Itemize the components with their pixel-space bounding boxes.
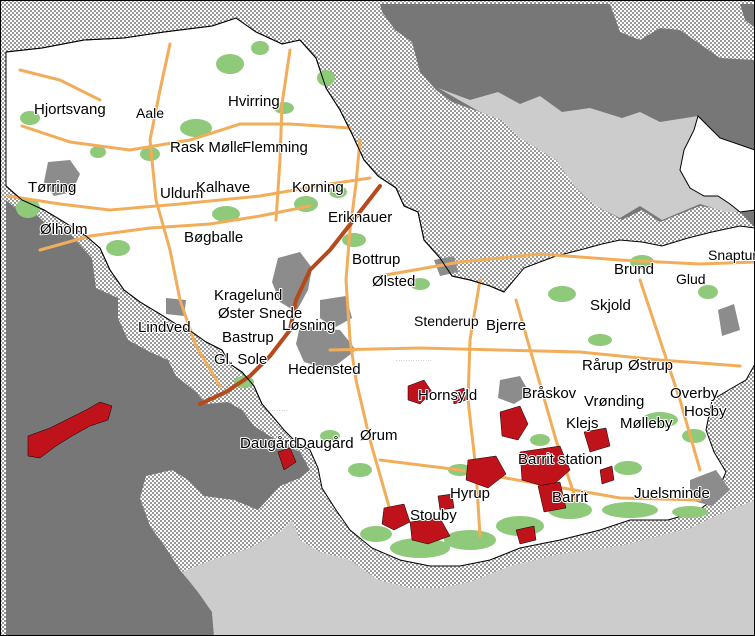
place-labels: Hjortsvang Aale Hvirring Rask Mølle Flem… (27, 92, 755, 525)
place-label-hornsyld[interactable]: Hornsyld (417, 386, 478, 405)
place-label-bøgballe[interactable]: Bøgballe (183, 228, 244, 247)
place-label-vrønding[interactable]: Vrønding (583, 392, 645, 411)
place-label-hyrup[interactable]: Hyrup (449, 484, 491, 503)
land-peninsula (679, 115, 755, 213)
place-label-bastrup[interactable]: Bastrup (221, 328, 275, 347)
place-label-glud[interactable]: Glud (675, 270, 707, 288)
place-label-ørum[interactable]: Ørum (359, 426, 399, 445)
place-label-lindved[interactable]: Lindved (137, 318, 192, 337)
place-label-juelsminde[interactable]: Juelsminde (633, 484, 711, 503)
place-label-klejs[interactable]: Klejs (565, 414, 600, 433)
place-label-brund[interactable]: Brund (613, 260, 655, 279)
place-label-østrup[interactable]: Østrup (627, 356, 674, 375)
place-label-snaptun[interactable]: Snaptun (707, 246, 755, 264)
sea (438, 88, 755, 220)
place-label-skjold[interactable]: Skjold (589, 296, 632, 315)
highlighted-areas (27, 379, 615, 545)
roads (6, 42, 755, 538)
motorway (198, 184, 382, 406)
place-label-korning[interactable]: Korning (291, 178, 345, 197)
place-label-barrit[interactable]: Barrit (551, 488, 590, 507)
place-label-stouby[interactable]: Stouby (409, 506, 458, 525)
place-label-daugård[interactable]: Daugård (239, 434, 299, 453)
tiny-label: · · · · · · · · · · · · · · · (396, 358, 432, 363)
place-label-aale[interactable]: Aale (135, 104, 165, 122)
place-label-overby[interactable]: Overby (669, 384, 720, 403)
place-label-eriknauer[interactable]: Eriknauer (327, 208, 393, 227)
place-label-daugård-strand[interactable]: Daugård (295, 434, 355, 453)
place-label-hosby[interactable]: Hosby (683, 402, 728, 421)
urban-areas (44, 160, 740, 506)
place-label-kragelund[interactable]: Kragelund (213, 286, 283, 305)
place-label-ølsted[interactable]: Ølsted (371, 272, 416, 291)
place-label-bottrup[interactable]: Bottrup (351, 250, 401, 269)
place-label-kalhave[interactable]: Kalhave (195, 178, 251, 197)
place-label-stenderup[interactable]: Stenderup (413, 312, 480, 330)
place-label-hedensted[interactable]: Hedensted (287, 360, 362, 379)
place-label-hjortsvang[interactable]: Hjortsvang (33, 100, 107, 119)
sea-south (182, 500, 755, 636)
place-label-ølholm[interactable]: Ølholm (39, 220, 89, 239)
region-boundary-west (5, 185, 263, 405)
place-label-bjerre[interactable]: Bjerre (485, 316, 527, 335)
place-label-gl-sole[interactable]: Gl. Sole (213, 350, 268, 369)
place-label-bråskov[interactable]: Bråskov (521, 384, 578, 403)
place-label-øster-snede[interactable]: Øster Snede (217, 304, 303, 323)
place-label-rårup[interactable]: Rårup (581, 356, 624, 375)
region-boundary (5, 17, 505, 293)
place-label-uldum[interactable]: Uldum (159, 184, 204, 203)
tiny-label-2: · · · · · · · · · · · (262, 408, 288, 413)
neighbouring-land-west (6, 52, 310, 636)
place-label-barrit-station[interactable]: Barrit station (517, 450, 603, 469)
place-label-flemming[interactable]: Flemming (241, 138, 309, 157)
place-label-mølleby[interactable]: Mølleby (619, 414, 674, 433)
place-label-rask-mølle[interactable]: Rask Mølle (169, 138, 246, 157)
place-label-tørring[interactable]: Tørring (27, 178, 77, 197)
place-label-løsning[interactable]: Løsning (281, 316, 336, 335)
place-label-hvirring[interactable]: Hvirring (227, 92, 281, 111)
